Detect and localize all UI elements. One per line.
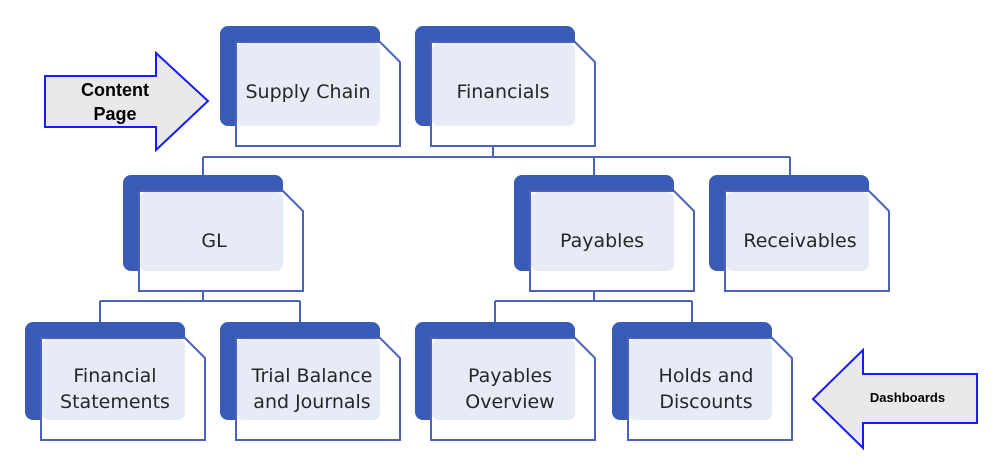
node-shape-holds-discounts xyxy=(612,322,793,441)
connector-gl-children xyxy=(99,290,301,325)
node-gl: GL xyxy=(201,230,227,252)
dashboards-label: Dashboards xyxy=(869,390,946,405)
node-financials: Financials xyxy=(456,81,550,103)
connectors xyxy=(99,145,791,325)
node-payables: Payables xyxy=(559,230,645,252)
node-fill xyxy=(432,43,575,126)
node-shape-receivables xyxy=(709,175,890,292)
content-page-arrow xyxy=(44,50,210,153)
node-fill xyxy=(629,339,772,420)
node-shape-payables-overview xyxy=(415,322,596,441)
node-fill xyxy=(237,43,380,126)
node-shape-supply-chain xyxy=(220,26,401,147)
node-shape-payables xyxy=(514,175,695,292)
node-shape-financials xyxy=(415,26,596,147)
dashboards-arrow xyxy=(811,347,978,451)
node-fill xyxy=(531,192,674,271)
node-fill xyxy=(726,192,869,271)
node-shape-trial-balance xyxy=(220,322,401,441)
node-supply-chain: Supply Chain xyxy=(245,81,371,103)
node-shape-financial-statements xyxy=(25,322,206,441)
content-page-label: Content Page xyxy=(81,80,149,124)
connector-payables-children xyxy=(494,290,693,325)
node-fill xyxy=(42,339,185,420)
node-fill xyxy=(432,339,575,420)
node-receivables: Receivables xyxy=(743,230,857,252)
node-shape-gl xyxy=(123,175,304,292)
connector-financials-children xyxy=(202,145,791,178)
node-fill xyxy=(237,339,380,420)
node-fill xyxy=(140,192,283,271)
